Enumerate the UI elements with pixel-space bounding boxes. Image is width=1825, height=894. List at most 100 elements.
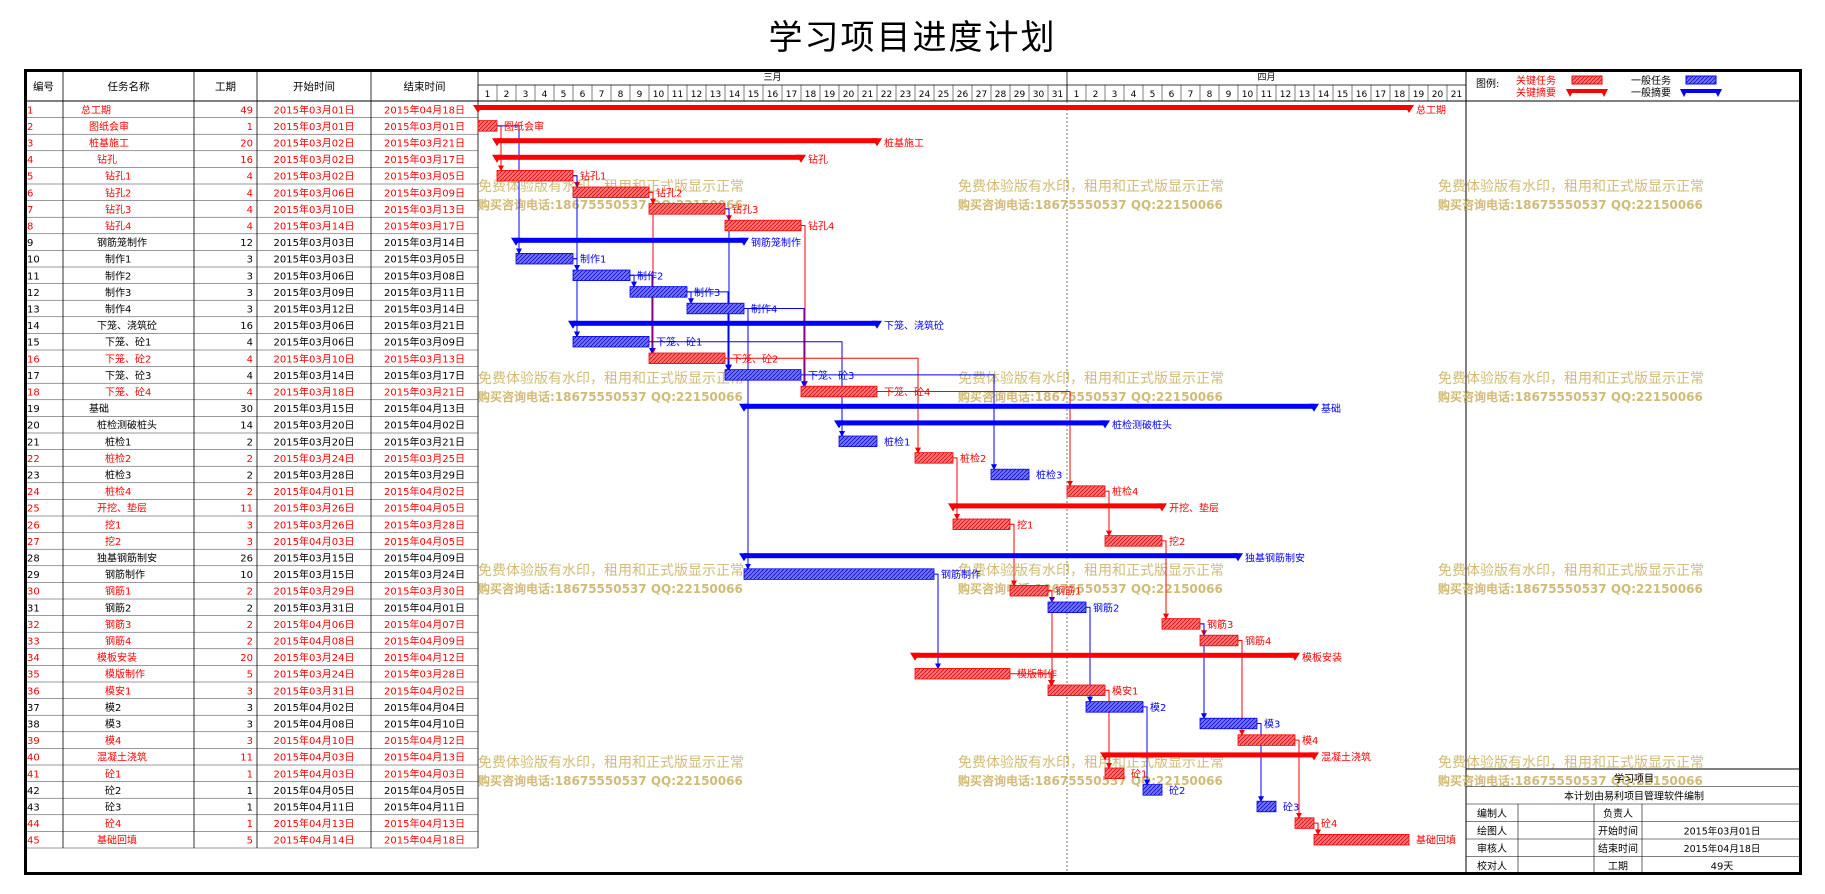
- cell-start: 2015年03月09日: [274, 286, 355, 299]
- task-bar: [648, 203, 726, 215]
- task-bar: [1142, 784, 1163, 796]
- legend-normal-summary-swatch: [1684, 89, 1718, 93]
- cell-id: 28: [27, 554, 40, 565]
- cell-end: 2015年03月09日: [384, 336, 465, 349]
- cell-start: 2015年03月02日: [274, 153, 355, 166]
- cell-duration: 1: [247, 786, 253, 797]
- cell-start: 2015年03月12日: [274, 303, 355, 316]
- dependency-link: [725, 208, 732, 371]
- cell-name: 钻孔1: [105, 170, 131, 183]
- bar-label: 模3: [1264, 719, 1280, 731]
- info-label: 校对人: [1477, 860, 1507, 873]
- cell-duration: 20: [240, 139, 253, 150]
- dependency-link: [573, 258, 580, 338]
- cell-start: 2015年03月01日: [274, 103, 355, 116]
- cell-start: 2015年04月03日: [274, 767, 355, 780]
- cell-duration: 4: [247, 371, 253, 382]
- cell-name: 模安1: [105, 684, 131, 697]
- task-bar: [1256, 800, 1277, 813]
- task-bar: [1085, 701, 1144, 713]
- day-label: 4: [542, 90, 548, 100]
- cell-name: 模3: [105, 719, 121, 731]
- cell-duration: 5: [247, 836, 253, 847]
- header-name: 任务名称: [108, 80, 150, 93]
- cell-start: 2015年03月02日: [274, 137, 355, 150]
- day-label: 3: [1112, 90, 1118, 100]
- dependency-link: [801, 225, 808, 388]
- cell-name: 下笼、浇筑砼: [97, 319, 157, 332]
- day-label: 24: [919, 90, 931, 100]
- day-label: 16: [767, 90, 779, 100]
- cell-end: 2015年03月13日: [384, 352, 465, 365]
- cell-duration: 16: [240, 321, 253, 332]
- cell-duration: 3: [247, 736, 253, 747]
- task-bar: [572, 335, 650, 348]
- day-label: 8: [618, 90, 624, 100]
- bar-label: 桩检测破桩头: [1112, 419, 1172, 432]
- summary-bar: [744, 553, 1238, 559]
- cell-end: 2015年03月21日: [384, 435, 465, 448]
- cell-start: 2015年04月03日: [274, 751, 355, 764]
- cell-name: 基础回填: [97, 834, 137, 847]
- cell-id: 25: [27, 504, 40, 515]
- cell-start: 2015年04月13日: [274, 817, 355, 830]
- cell-id: 35: [27, 670, 40, 681]
- dependency-link: [1314, 822, 1321, 836]
- cell-end: 2015年03月17日: [384, 153, 465, 166]
- cell-start: 2015年04月03日: [274, 535, 355, 548]
- bar-label: 钻孔1: [580, 170, 606, 183]
- legend-title: 图例:: [1476, 77, 1499, 90]
- dependency-link: [1257, 723, 1264, 803]
- cell-end: 2015年04月05日: [384, 784, 465, 797]
- dependency-link: [497, 125, 522, 255]
- cell-name: 挖1: [105, 518, 121, 531]
- watermark-line2: 购买咨询电话:18675550537 QQ:22150066: [1438, 773, 1703, 788]
- cell-id: 30: [27, 587, 40, 598]
- cell-name: 砼4: [105, 817, 121, 830]
- cell-name: 开挖、垫层: [97, 502, 147, 515]
- task-bar: [914, 668, 1011, 680]
- summary-cap-end: [872, 138, 882, 147]
- cell-id: 1: [27, 105, 33, 116]
- cell-id: 41: [27, 769, 40, 780]
- cell-name: 钢筋制作: [105, 568, 145, 581]
- watermark-line1: 免费体验版有水印，租用和正式版显示正常: [478, 563, 744, 579]
- day-label: 5: [1150, 90, 1156, 100]
- month-label: 三月: [763, 72, 781, 83]
- day-label: 2: [1093, 90, 1099, 100]
- cell-start: 2015年04月11日: [274, 801, 355, 814]
- cell-duration: 3: [247, 537, 253, 548]
- cell-duration: 49: [240, 105, 253, 116]
- cell-end: 2015年03月28日: [384, 668, 465, 681]
- bar-label: 下笼、砼1: [656, 336, 702, 349]
- month-label: 四月: [1257, 72, 1275, 83]
- cell-id: 8: [27, 222, 33, 233]
- legend-critical-task-label: 关键任务: [1516, 74, 1556, 87]
- bar-label: 模4: [1302, 735, 1318, 747]
- cell-id: 18: [27, 388, 40, 399]
- summary-cap-start: [834, 420, 844, 429]
- info-label: 审核人: [1477, 842, 1507, 855]
- summary-bar: [497, 138, 877, 144]
- cell-id: 19: [27, 404, 40, 415]
- cell-end: 2015年03月05日: [384, 170, 465, 183]
- cell-id: 9: [27, 238, 33, 249]
- cell-id: 20: [27, 421, 40, 432]
- day-label: 9: [637, 90, 643, 100]
- task-bar: [1009, 585, 1049, 597]
- bar-label: 制作2: [637, 269, 663, 282]
- cell-start: 2015年04月05日: [274, 784, 355, 797]
- summary-cap-start: [492, 154, 502, 163]
- watermark-line1: 免费体验版有水印，租用和正式版显示正常: [958, 755, 1224, 771]
- day-label: 18: [1394, 90, 1406, 100]
- summary-bar: [516, 237, 744, 243]
- watermark-line1: 免费体验版有水印，租用和正式版显示正常: [1438, 563, 1704, 579]
- cell-name: 钻孔2: [105, 186, 131, 199]
- day-label: 8: [1207, 90, 1213, 100]
- day-label: 30: [1033, 90, 1045, 100]
- cell-end: 2015年03月21日: [384, 319, 465, 332]
- cell-name: 下笼、砼2: [105, 352, 151, 365]
- info-start-date: 2015年03月01日: [1684, 826, 1761, 838]
- summary-bar: [1105, 752, 1314, 758]
- legend-critical-task-swatch: [1571, 75, 1603, 85]
